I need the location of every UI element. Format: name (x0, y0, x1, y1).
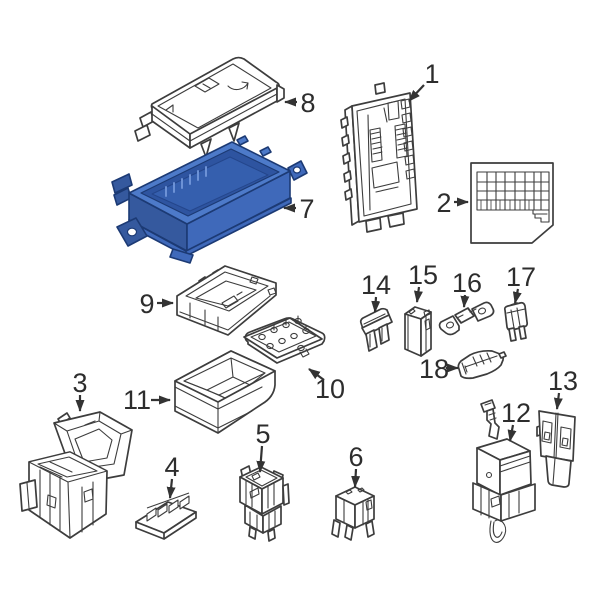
fuse-grid (476, 171, 550, 223)
callout-3[interactable]: 3 (72, 368, 88, 412)
callout-1-arrow (408, 84, 425, 102)
part-6-relay[interactable] (331, 486, 375, 541)
callout-3-label: 3 (72, 368, 87, 398)
callout-14-label: 14 (361, 270, 391, 300)
callout-6[interactable]: 6 (348, 442, 364, 488)
callout-1[interactable]: 1 (408, 59, 440, 102)
callout-5[interactable]: 5 (255, 419, 271, 473)
housing-detail (26, 461, 94, 539)
part-9-tray[interactable] (176, 265, 277, 336)
callout-16-label: 16 (452, 268, 482, 298)
callout-4-label: 4 (164, 452, 179, 482)
connector-detail (245, 472, 276, 531)
callout-4[interactable]: 4 (164, 452, 180, 499)
tray-interior (179, 276, 277, 332)
callout-9-label: 9 (139, 289, 154, 319)
callout-13[interactable]: 13 (548, 366, 578, 410)
hook-icon (165, 104, 174, 113)
bin-interior (174, 357, 266, 434)
part-15-cartridge-fuse[interactable] (404, 306, 432, 357)
callout-1-label: 1 (424, 59, 439, 89)
callout-7[interactable]: 7 (283, 194, 315, 224)
lead-wire (489, 519, 507, 543)
callout-6-label: 6 (348, 442, 363, 472)
callout-11-label: 11 (123, 385, 151, 415)
module-grooves (480, 486, 520, 519)
callout-7-label: 7 (299, 194, 314, 224)
callout-9[interactable]: 9 (139, 289, 174, 319)
part-16-bolt-on-fusible-link[interactable] (438, 301, 495, 336)
callout-17[interactable]: 17 (506, 262, 536, 304)
callout-2-label: 2 (436, 188, 451, 218)
callout-17-arrow (512, 288, 522, 304)
part-2-fuse-diagram-card[interactable] (470, 162, 554, 244)
callout-12-arrow (507, 424, 517, 442)
callout-15-label: 15 (408, 260, 438, 290)
callout-10-arrow (308, 368, 325, 381)
curved-arrow-icon (227, 81, 249, 91)
callout-12-label: 12 (501, 398, 531, 428)
callout-13-arrow (553, 392, 563, 410)
open-fuse-icon (194, 77, 220, 93)
callout-13-label: 13 (548, 366, 578, 396)
link-ribs (461, 352, 498, 375)
callout-5-label: 5 (255, 419, 270, 449)
part-18-fusible-link[interactable] (457, 349, 507, 380)
callout-5-arrow (256, 445, 266, 473)
callout-15-arrow (413, 286, 423, 303)
part-4-ribbed-bracket[interactable] (135, 492, 197, 540)
part-12-module[interactable] (472, 399, 536, 543)
callout-15[interactable]: 15 (408, 260, 438, 303)
callout-18[interactable]: 18 (419, 354, 459, 384)
callout-4-arrow (166, 478, 176, 499)
callout-10[interactable]: 10 (308, 368, 345, 404)
part-13-mounting-bracket[interactable] (536, 410, 576, 488)
part-10-terminal-plate[interactable] (243, 315, 326, 364)
callout-14[interactable]: 14 (361, 270, 391, 313)
relay-detail (343, 487, 373, 526)
part-3-lower-housing[interactable] (19, 411, 133, 539)
part-1-junction-block[interactable] (340, 82, 418, 233)
part-14-blade-fuse[interactable] (359, 307, 393, 352)
part-17-plug-in-fusible-link[interactable] (503, 301, 529, 342)
callout-18-label: 18 (419, 354, 449, 384)
callout-16[interactable]: 16 (452, 268, 482, 308)
terminal-posts (258, 315, 310, 358)
callout-8[interactable]: 8 (284, 88, 316, 118)
callout-14-arrow (371, 296, 381, 313)
part-11-storage-bin[interactable] (174, 350, 276, 434)
fuse-detail (407, 308, 431, 352)
callout-12[interactable]: 12 (501, 398, 531, 442)
callout-10-label: 10 (315, 374, 345, 404)
callout-2[interactable]: 2 (436, 188, 469, 218)
callout-8-label: 8 (300, 88, 315, 118)
callout-11[interactable]: 11 (123, 385, 171, 415)
ribs (146, 492, 190, 522)
part-8-fuse-box-cover[interactable] (134, 56, 285, 158)
connector-slots (367, 98, 416, 211)
callout-17-label: 17 (506, 262, 536, 292)
part-5-connector-block[interactable] (239, 465, 290, 542)
callout-6-arrow (351, 468, 361, 488)
part-7-fuse-box-lower-case[interactable] (111, 135, 308, 264)
interior-ribs (165, 166, 207, 197)
bracket-detail (541, 412, 572, 485)
callout-16-arrow (460, 294, 470, 308)
